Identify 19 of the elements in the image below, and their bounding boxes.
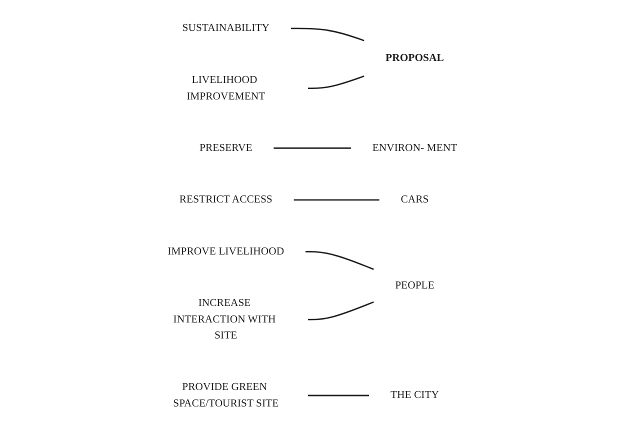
connector: [306, 251, 374, 270]
node-text: THE CITY: [390, 390, 440, 402]
node-text: PROPOSAL: [386, 52, 444, 64]
node-text: RESTRICT ACCESS: [180, 194, 273, 206]
node-text: SUSTAINABILITY: [182, 22, 270, 34]
node-text: INCREASE INTERACTION WITH SITE: [174, 298, 276, 342]
connector: [308, 75, 365, 89]
connector: [308, 394, 370, 396]
node-text: LIVELIHOOD IMPROVEMENT: [186, 74, 266, 102]
node-text: PROVIDE GREEN SPACE/TOURIST SITE: [173, 382, 279, 410]
connector: [294, 199, 380, 201]
connector: [274, 147, 352, 149]
node-text: PEOPLE: [395, 280, 435, 292]
node-text: IMPROVE LIVELIHOOD: [168, 246, 284, 258]
connector: [291, 28, 365, 42]
node-text: PRESERVE: [200, 142, 253, 154]
node-text: ENVIRON- MENT: [372, 142, 458, 154]
connector: [308, 301, 374, 320]
node-text: CARS: [401, 194, 430, 206]
